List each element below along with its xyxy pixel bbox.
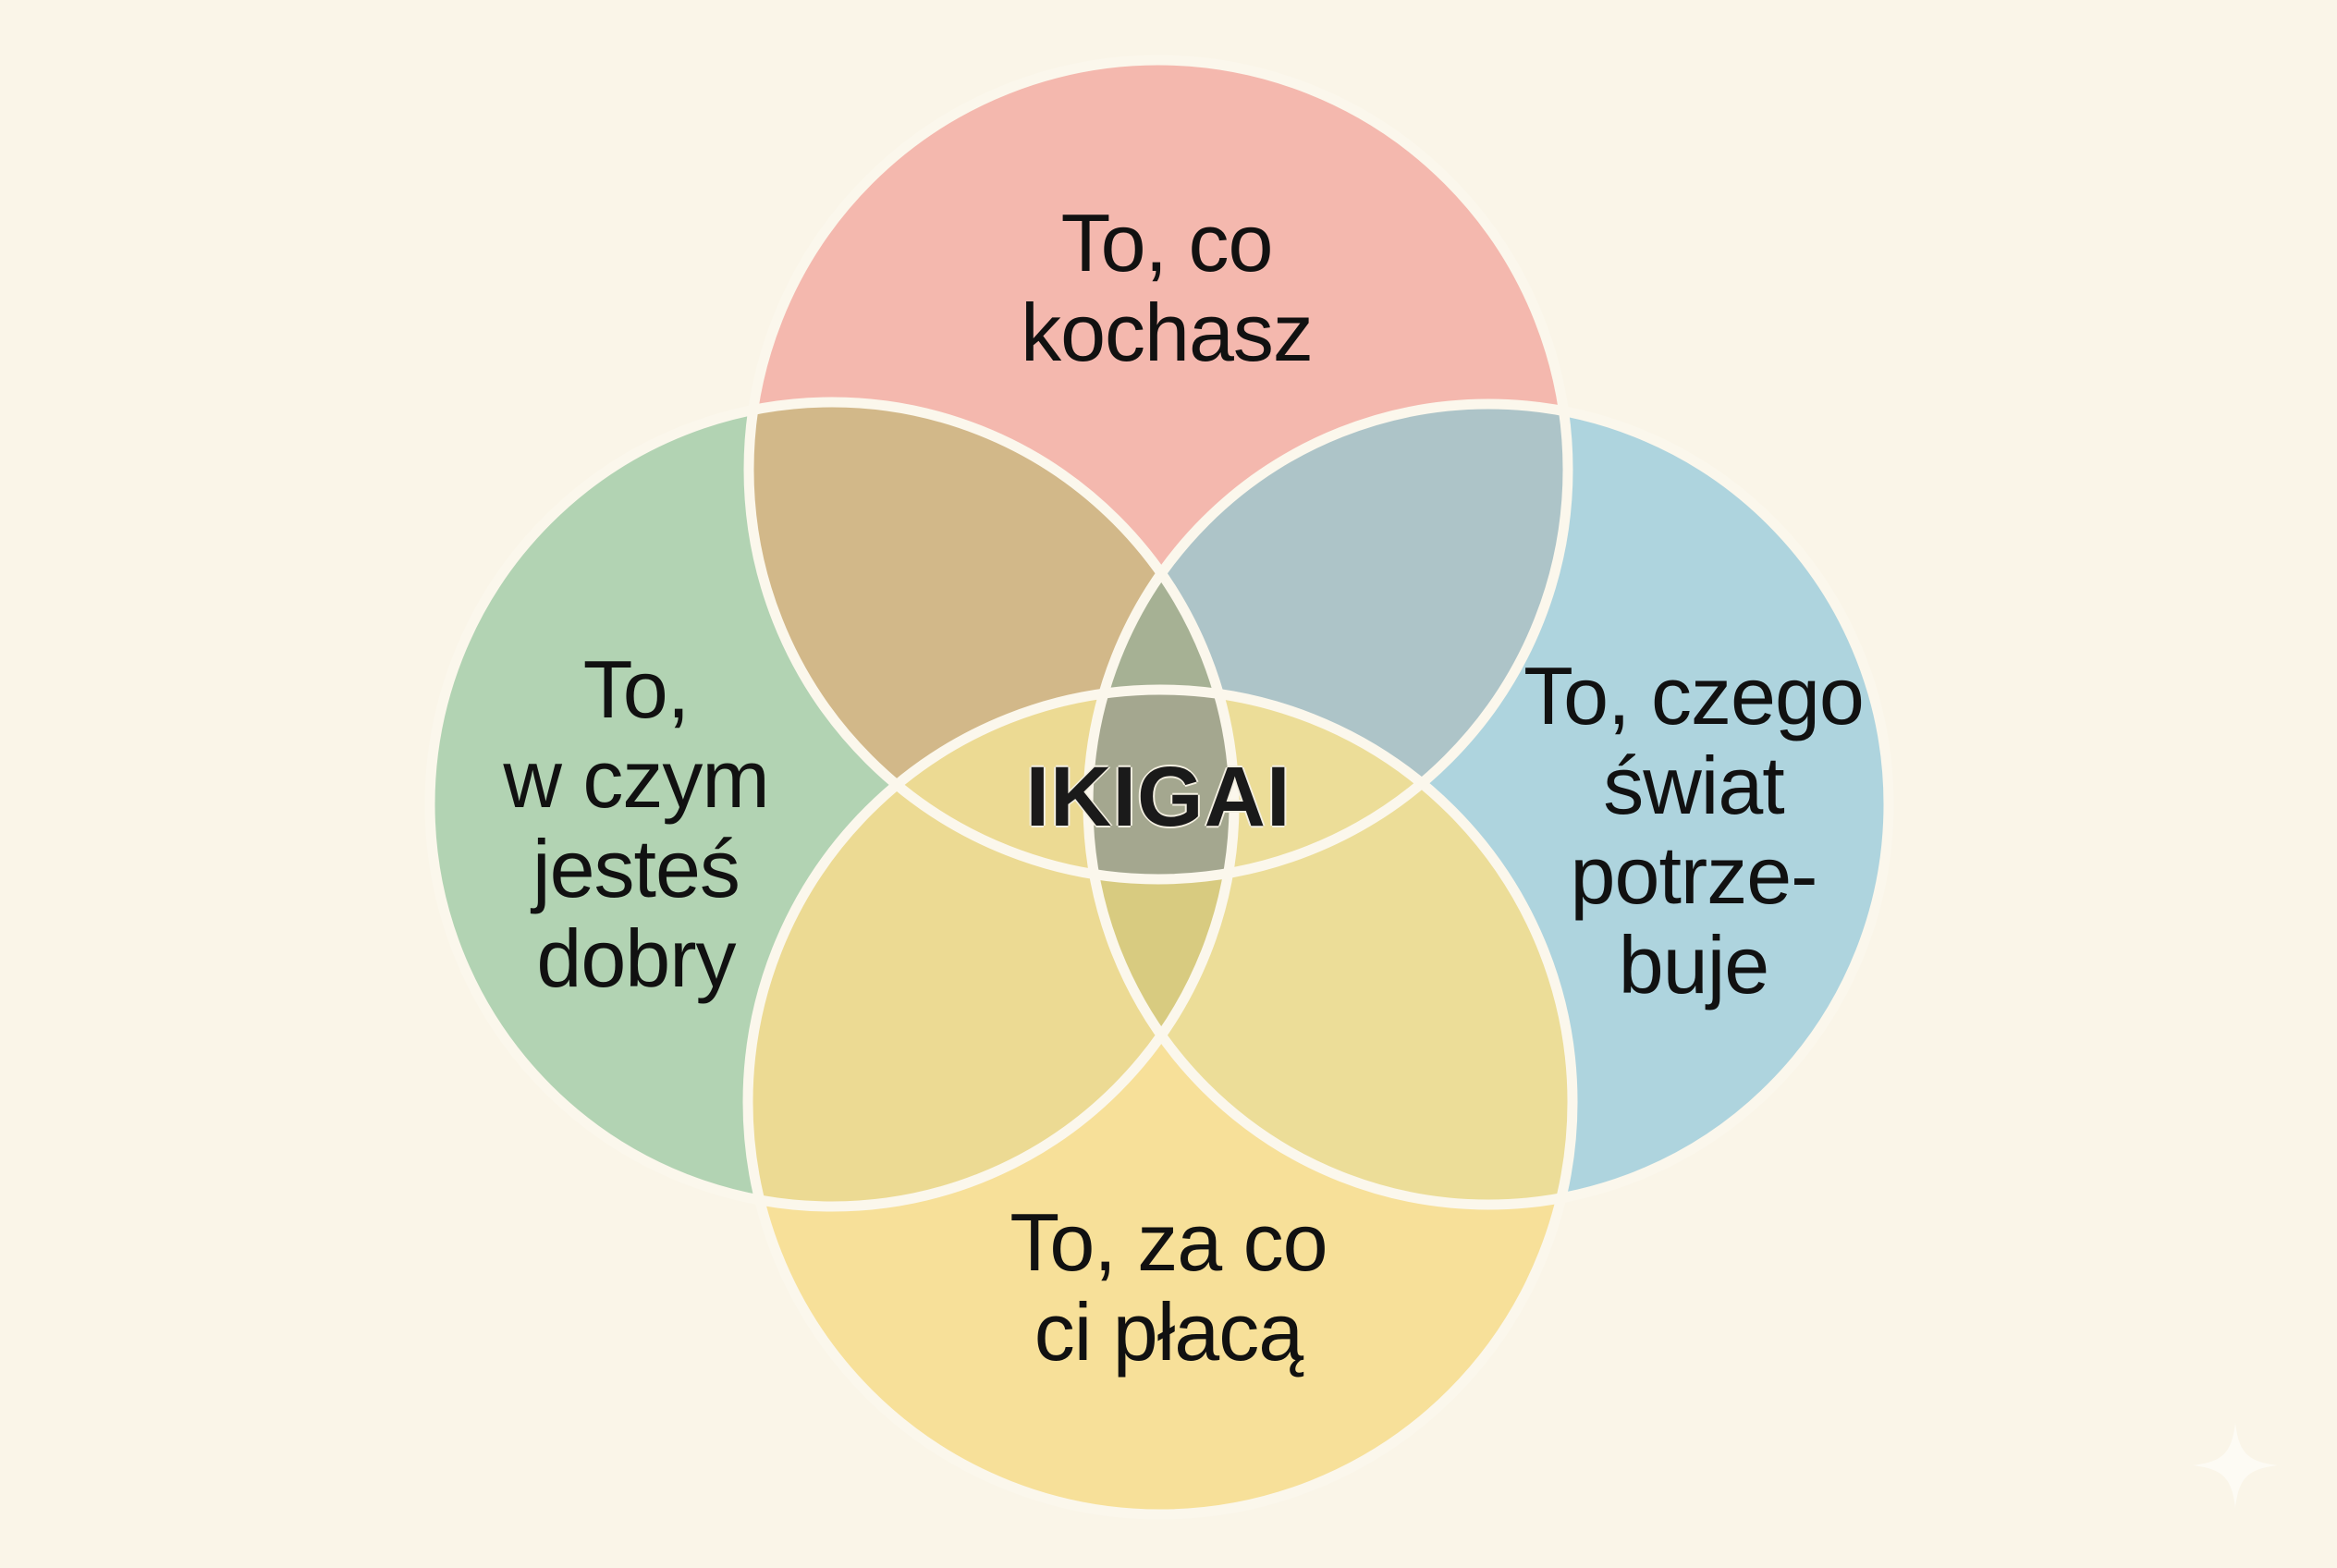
label-what-you-are-paid-for: To, za co ci płacą (1009, 1196, 1328, 1378)
label-line: świat (1603, 740, 1784, 831)
label-line: w czym (503, 733, 769, 825)
label-line: ci płacą (1034, 1286, 1303, 1378)
sparkle-icon (2192, 1422, 2279, 1509)
label-line: buje (1618, 919, 1769, 1011)
label-line: dobry (536, 913, 736, 1004)
label-what-you-are-good-at: To, w czym jesteś dobry (503, 643, 769, 1004)
label-line: To, za co (1009, 1196, 1328, 1288)
label-line: jesteś (532, 823, 740, 914)
label-line: To, (582, 643, 690, 735)
overlap-all-four (1088, 690, 1234, 879)
label-what-the-world-needs: To, czego świat potrze- buje (1523, 650, 1865, 1011)
center-label-ikigai: IKIGAI (1025, 750, 1291, 844)
label-line: To, co (1060, 197, 1274, 288)
label-line: kochasz (1021, 287, 1314, 378)
label-line: potrze- (1570, 829, 1818, 921)
label-what-you-love: To, co kochasz (1021, 197, 1314, 378)
label-line: To, czego (1523, 650, 1865, 741)
circle-outlines (424, 55, 1894, 1520)
